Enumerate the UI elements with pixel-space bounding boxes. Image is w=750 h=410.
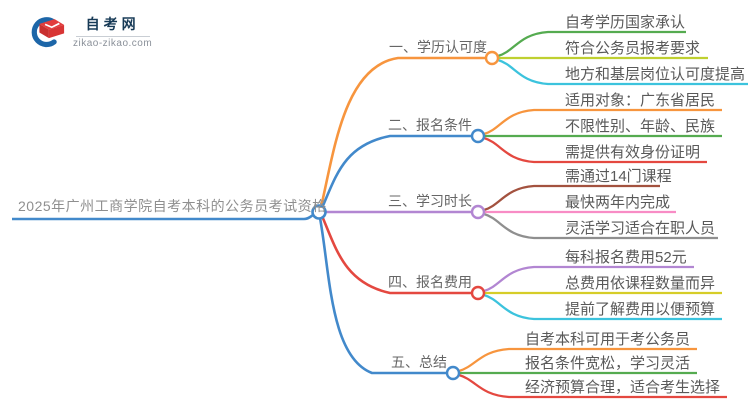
logo-text: 自考网 zikao-zikao.com: [73, 14, 152, 49]
leaf-line-4-3: [483, 293, 722, 321]
leaf-line-4-1: [483, 265, 694, 293]
branch-node-circle-2: [470, 128, 486, 144]
leaf-label-2-1: 适用对象：广东省居民: [565, 92, 716, 109]
branch-label-2: 二、报名条件: [388, 117, 472, 133]
branch-node-circle-1: [484, 50, 500, 66]
branch-node-circle-4: [470, 285, 486, 301]
branch-curve-2: [320, 134, 471, 209]
site-logo[interactable]: 自考网 zikao-zikao.com: [28, 14, 152, 49]
branch-label-5: 五、总结: [391, 354, 447, 370]
leaf-label-5-1: 自考本科可用于考公务员: [525, 331, 691, 348]
leaf-label-4-2: 总费用依课程数量而异: [565, 275, 716, 292]
leaf-line-2-3: [483, 136, 707, 164]
leaf-line-5-1: [458, 347, 697, 373]
logo-domain: zikao-zikao.com: [73, 38, 153, 49]
branch-curve-1: [319, 56, 485, 208]
leaf-label-3-3: 灵活学习适合在职人员: [565, 220, 716, 237]
leaf-label-2-3: 需提供有效身份证明: [565, 144, 701, 161]
branch-node-circle-3: [470, 204, 486, 220]
leaf-label-2-2: 不限性别、年龄、民族: [565, 118, 716, 135]
branch-label-1: 一、学历认可度: [389, 39, 487, 55]
leaf-label-3-2: 最快两年内完成: [565, 194, 671, 211]
leaf-line-5-3: [458, 373, 727, 399]
branch-curve-5: [318, 217, 446, 375]
leaf-label-3-1: 需通过14门课程: [565, 168, 672, 185]
leaf-line-3-1: [483, 184, 660, 212]
graduation-cap-icon: [31, 17, 65, 48]
leaf-label-4-1: 每科报名费用52元: [565, 249, 687, 266]
leaf-line-2-1: [483, 108, 722, 136]
branch-label-3: 三、学习时长: [388, 193, 472, 209]
leaf-label-1-2: 符合公务员报考要求: [565, 40, 701, 57]
leaf-label-5-2: 报名条件宽松，学习灵活: [525, 355, 691, 372]
leaf-line-3-3: [483, 212, 718, 240]
leaf-line-1-1: [497, 30, 686, 58]
root-node-circle: [311, 204, 327, 220]
leaf-label-5-3: 经济预算合理，适合考生选择: [525, 379, 721, 396]
leaf-label-1-3: 地方和基层岗位认可度提高: [565, 66, 746, 83]
branch-node-circle-5: [445, 365, 461, 381]
root-topic: 2025年广州工商学院自考本科的公务员考试资格: [18, 198, 327, 214]
leaf-label-1-1: 自考学历国家承认: [565, 14, 686, 31]
logo-title: 自考网: [85, 16, 140, 32]
branch-label-4: 四、报名费用: [388, 274, 472, 290]
logo-divider: [75, 36, 150, 37]
leaf-line-1-3: [497, 58, 748, 86]
leaf-label-4-3: 提前了解费用以便预算: [565, 301, 716, 318]
branch-curve-4: [320, 215, 471, 295]
